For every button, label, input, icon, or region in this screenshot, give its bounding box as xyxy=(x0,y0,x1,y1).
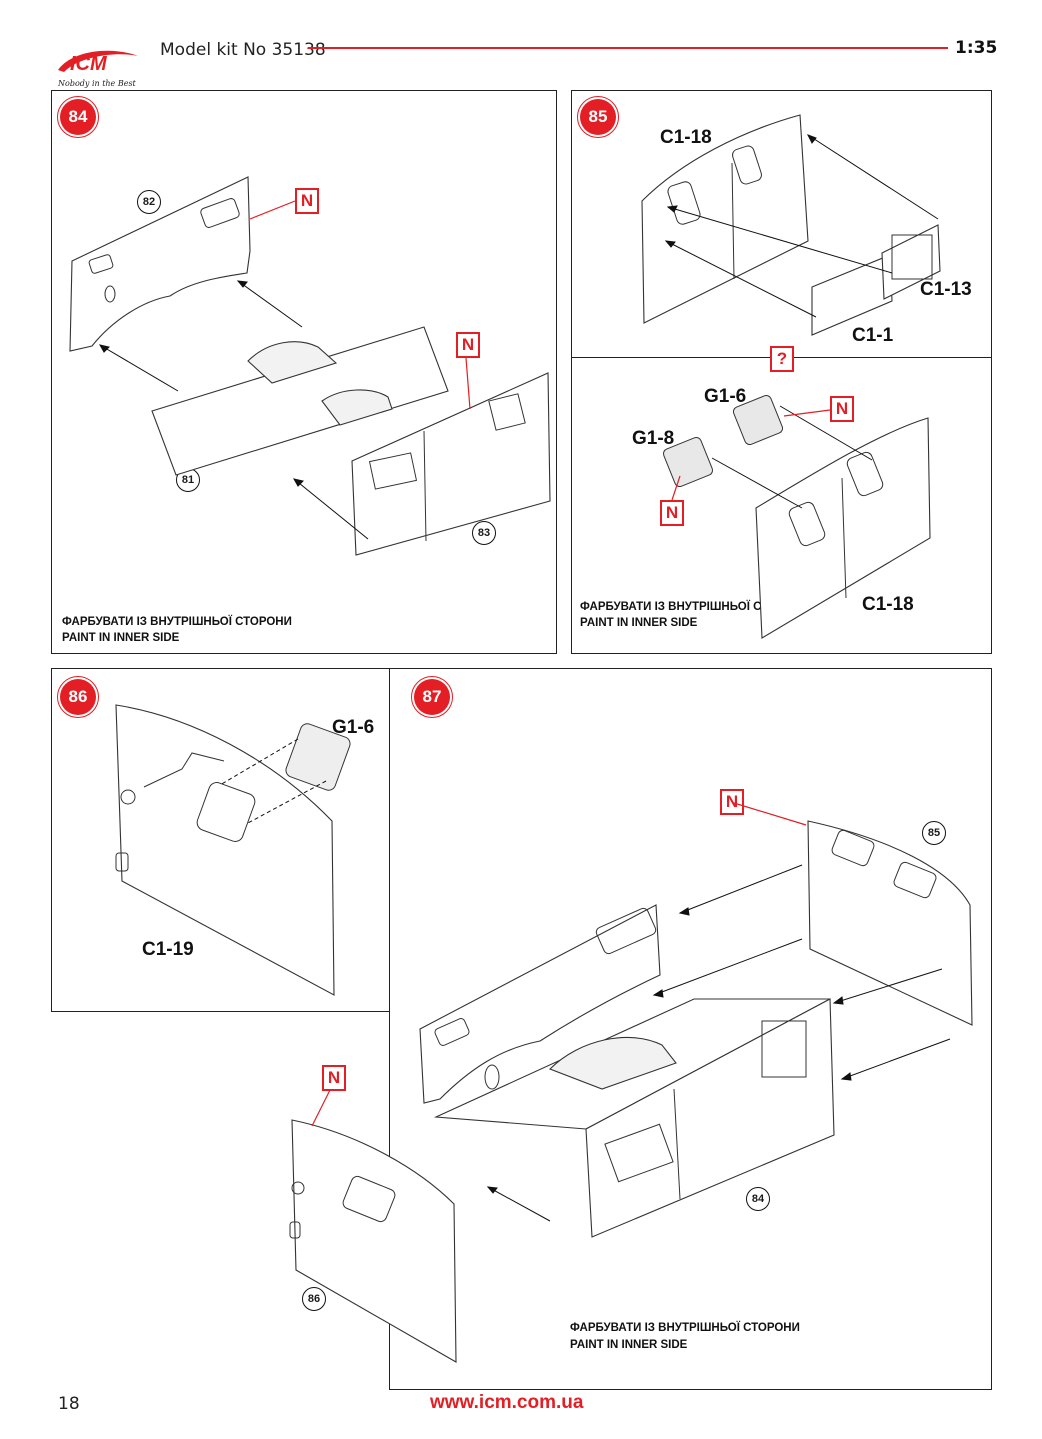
brand-name: ICM xyxy=(70,53,108,75)
step-number-84: 84 xyxy=(57,96,99,138)
brand-tagline: Nobody in the Best xyxy=(57,79,137,88)
option-tag: ? xyxy=(770,346,794,372)
paint-tag-n: N xyxy=(456,332,480,358)
paint-tag-n: N xyxy=(830,396,854,422)
model-scale: 1:35 xyxy=(955,38,998,58)
part-label-c1-18: C1-18 xyxy=(660,127,712,148)
paint-note-ua: ФАРБУВАТИ ІЗ ВНУТРІШНЬОЇ СТОРОНИ xyxy=(62,616,292,628)
step-87-panel: 87 85 84 86 N N ФАРБУВАТИ ІЗ ВНУТРІШНЬОЇ… xyxy=(302,668,993,1391)
paint-note-en: PAINT IN INNER SIDE xyxy=(580,617,698,629)
ref-85: 85 xyxy=(922,821,946,845)
step-86-panel: 86 G1-6 C1-19 xyxy=(51,668,390,1012)
step-86-drawing xyxy=(52,669,391,1013)
paint-tag-n: N xyxy=(720,789,744,815)
step-number-87: 87 xyxy=(411,676,453,718)
paint-tag-n: N xyxy=(322,1065,346,1091)
step-85-option-drawing xyxy=(572,358,993,655)
step-87-drawing xyxy=(390,669,993,1391)
brand-logo: ICM Nobody in the Best xyxy=(52,40,142,92)
part-label-c1-13: C1-13 xyxy=(920,279,972,300)
part-label-g1-6: G1-6 xyxy=(332,717,375,738)
paint-note-en: PAINT IN INNER SIDE xyxy=(570,1339,688,1351)
ref-86: 86 xyxy=(302,1287,326,1311)
header-rule xyxy=(308,47,948,49)
ref-82: 82 xyxy=(137,190,161,214)
paint-note-ua: ФАРБУВАТИ ІЗ ВНУТРІШНЬОЇ СТОРОНИ xyxy=(580,601,810,613)
part-label-c1-1: C1-1 xyxy=(852,325,894,346)
part-label-g1-6: G1-6 xyxy=(704,386,747,407)
step-84-drawing xyxy=(52,91,558,655)
step-85-option-panel: ? G1-6 G1-8 C1-18 N N ФАРБУВАТИ ІЗ ВНУТР… xyxy=(571,346,993,655)
ref-83: 83 xyxy=(472,521,496,545)
page-number: 18 xyxy=(58,1394,80,1414)
step-84-panel: 84 82 81 83 N N ФАРБУВАТИ ІЗ ВНУТРІШНЬОЇ… xyxy=(51,90,557,654)
ref-84: 84 xyxy=(746,1187,770,1211)
website-link[interactable]: www.icm.com.ua xyxy=(430,1392,584,1413)
step-85-drawing xyxy=(572,91,993,359)
part-label-c1-18: C1-18 xyxy=(862,594,914,615)
part-label-g1-8: G1-8 xyxy=(632,428,675,449)
step-85-panel: 85 C1-18 C1-13 C1-1 xyxy=(571,90,992,358)
paint-tag-n: N xyxy=(660,500,684,526)
step-number-86: 86 xyxy=(57,676,99,718)
page-title: Model kit No 35138 xyxy=(160,40,326,60)
paint-tag-n: N xyxy=(295,188,319,214)
part-label-c1-19: C1-19 xyxy=(142,939,194,960)
step-number-85: 85 xyxy=(577,96,619,138)
paint-note-en: PAINT IN INNER SIDE xyxy=(62,632,180,644)
paint-note-ua: ФАРБУВАТИ ІЗ ВНУТРІШНЬОЇ СТОРОНИ xyxy=(570,1322,800,1334)
